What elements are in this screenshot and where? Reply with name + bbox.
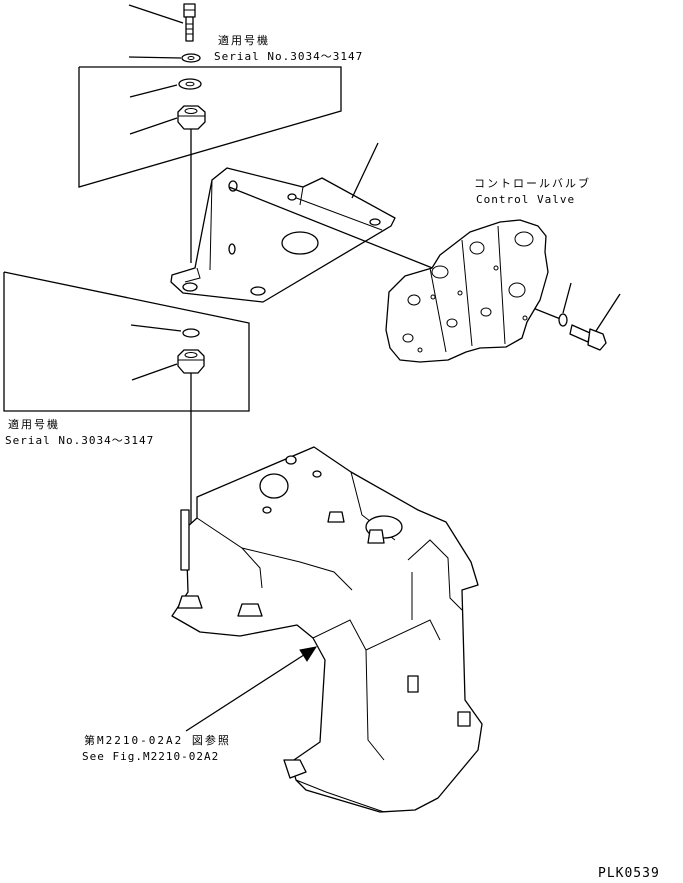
serial-note-top-en: Serial No.3034～3147	[214, 50, 363, 63]
leader-valve-washer	[562, 282, 572, 314]
drawing-code: PLK0539	[598, 866, 660, 881]
box-lower-nut	[177, 349, 205, 374]
valve-side-bolt	[569, 324, 607, 351]
leader-box-lower-nut	[131, 363, 178, 381]
frame-casting	[171, 446, 483, 813]
leader-top-washer	[128, 56, 182, 59]
leader-box-upper-washer	[129, 84, 178, 98]
control-valve-label-jp: コントロールバルブ	[474, 176, 591, 190]
see-fig-label-jp: 第M2210-02A2 図参照	[84, 733, 231, 747]
valve-side-washer	[558, 313, 568, 327]
leader-top-bolt	[128, 4, 184, 24]
box-lower-washer	[182, 328, 200, 338]
see-fig-label-en: See Fig.M2210-02A2	[82, 750, 219, 763]
serial-note-top-jp: 適用号機	[218, 33, 270, 47]
leader-see-fig	[185, 650, 311, 732]
leader-valve-bolt	[595, 293, 621, 332]
leader-bracket	[351, 142, 379, 199]
serial-box-lower	[3, 271, 250, 412]
leader-box-lower-washer	[130, 324, 182, 332]
serial-note-left-en: Serial No.3034～3147	[5, 434, 154, 447]
control-valve	[385, 219, 549, 363]
valve-bracket	[170, 167, 396, 303]
arrowhead-see-fig	[299, 646, 318, 662]
serial-box-upper	[78, 66, 342, 188]
top-bolt	[183, 3, 196, 42]
box-upper-washer	[178, 78, 202, 90]
control-valve-label-en: Control Valve	[476, 193, 575, 206]
box-upper-nut	[177, 105, 206, 130]
leader-box-upper-nut	[129, 117, 178, 135]
serial-note-left-jp: 適用号機	[8, 417, 60, 431]
top-washer	[181, 53, 201, 63]
